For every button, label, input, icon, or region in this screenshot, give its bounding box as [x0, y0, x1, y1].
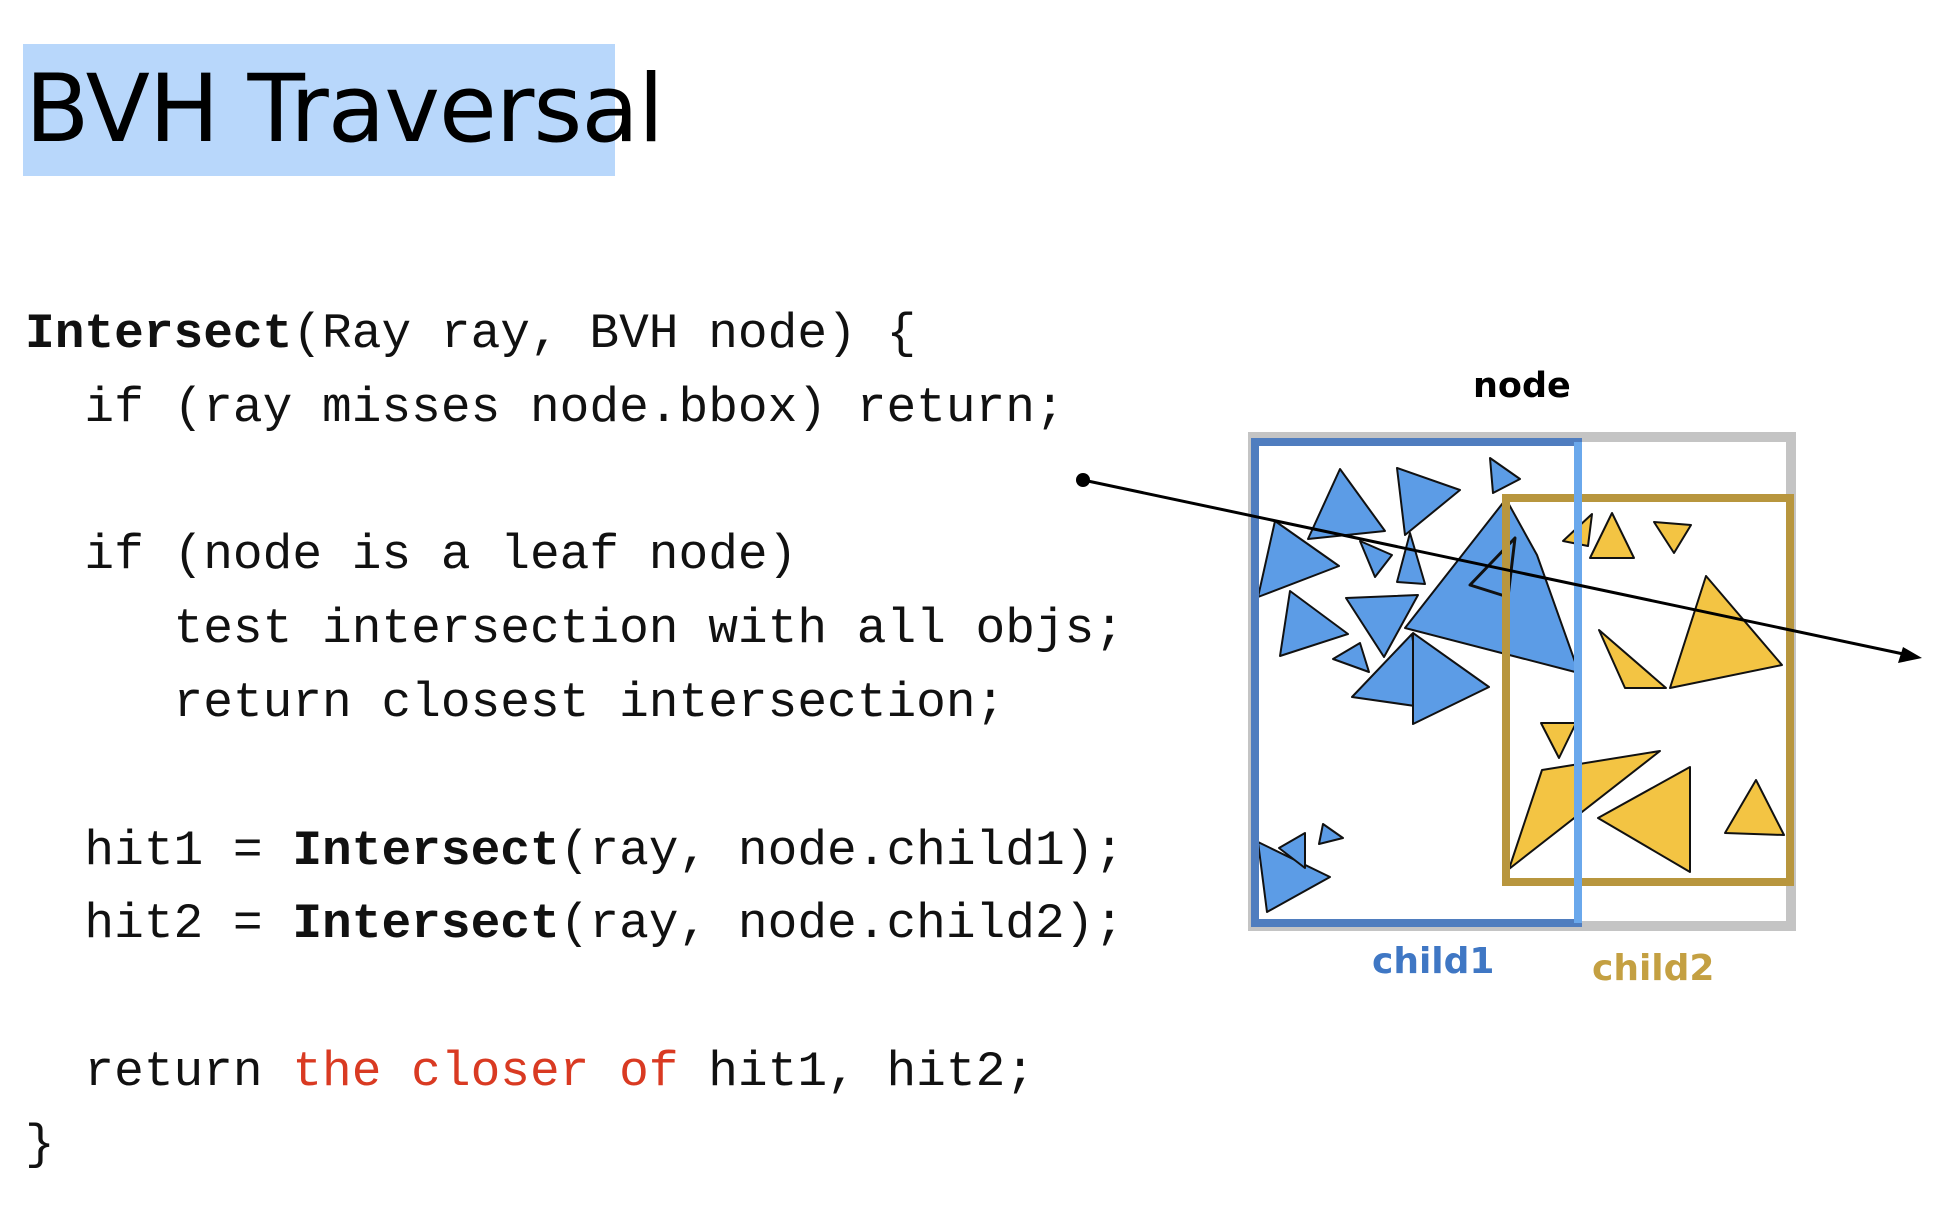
code-line-4: test intersection with all objs; — [25, 599, 1125, 659]
code-line-5: return closest intersection; — [25, 673, 1006, 733]
triangle-object — [1489, 457, 1521, 494]
child2-label: child2 — [1592, 948, 1715, 989]
code-text: hit2 = — [25, 896, 293, 952]
code-text: return — [25, 1044, 293, 1100]
triangle-object — [1307, 468, 1386, 540]
ray — [1076, 473, 1922, 663]
triangle-object — [1724, 779, 1785, 836]
code-text: if (ray misses node.bbox) return; — [25, 380, 1065, 436]
child2-objects — [1508, 512, 1785, 873]
ray-arrow-icon — [1898, 647, 1922, 663]
triangle-object — [1345, 594, 1419, 658]
triangle-object — [1279, 590, 1349, 657]
triangle-object — [1412, 632, 1490, 725]
child1-objects — [1257, 457, 1580, 913]
child1-bbox — [1251, 438, 1582, 927]
code-text: } — [25, 1117, 55, 1173]
code-line-3: if (node is a leaf node) — [25, 525, 797, 585]
code-text: test intersection with all objs; — [25, 601, 1125, 657]
child1-label: child1 — [1372, 941, 1495, 982]
code-line-1: Intersect(Ray ray, BVH node) { — [25, 304, 916, 364]
code-line-2: if (ray misses node.bbox) return; — [25, 378, 1065, 438]
code-function-name: Intersect — [292, 823, 560, 879]
ray-origin-dot-icon — [1076, 473, 1090, 487]
triangle-object — [1318, 823, 1344, 845]
triangle-object — [1589, 512, 1635, 559]
code-function-name: Intersect — [25, 306, 293, 362]
code-line-6: hit1 = Intersect(ray, node.child1); — [25, 821, 1124, 881]
triangle-object — [1359, 540, 1393, 578]
ray-line — [1082, 478, 1909, 657]
triangle-object — [1669, 575, 1783, 689]
node-label: node — [1473, 366, 1571, 406]
triangle-object — [1396, 532, 1426, 585]
code-text: hit1, hit2; — [678, 1044, 1035, 1100]
code-line-9: } — [25, 1115, 55, 1175]
code-text: (Ray ray, BVH node) { — [292, 306, 917, 362]
code-text: if (node is a leaf node) — [25, 527, 798, 583]
code-text: (ray, node.child2); — [559, 896, 1125, 952]
slide-title: BVH Traversal — [23, 44, 664, 176]
code-text: hit1 = — [25, 823, 293, 879]
triangle-object — [1508, 750, 1661, 870]
code-text: (ray, node.child1); — [559, 823, 1125, 879]
triangle-object — [1540, 722, 1577, 759]
triangle-object — [1332, 642, 1370, 673]
code-highlight-text: the closer of — [292, 1044, 679, 1100]
triangle-object — [1278, 832, 1306, 869]
code-line-8: return the closer of hit1, hit2; — [25, 1042, 1035, 1102]
triangle-object — [1257, 520, 1340, 598]
triangle-object — [1653, 521, 1692, 554]
code-block: Intersect(Ray ray, BVH node) { if (ray m… — [25, 0, 1124, 1173]
child2-bbox — [1502, 494, 1794, 886]
triangle-object — [1597, 766, 1691, 873]
code-text: return closest intersection; — [25, 675, 1006, 731]
code-function-name: Intersect — [292, 896, 560, 952]
triangle-object — [1396, 467, 1461, 536]
code-line-7: hit2 = Intersect(ray, node.child2); — [25, 894, 1124, 954]
triangle-object-outline — [1468, 536, 1517, 599]
triangle-object — [1598, 629, 1667, 689]
